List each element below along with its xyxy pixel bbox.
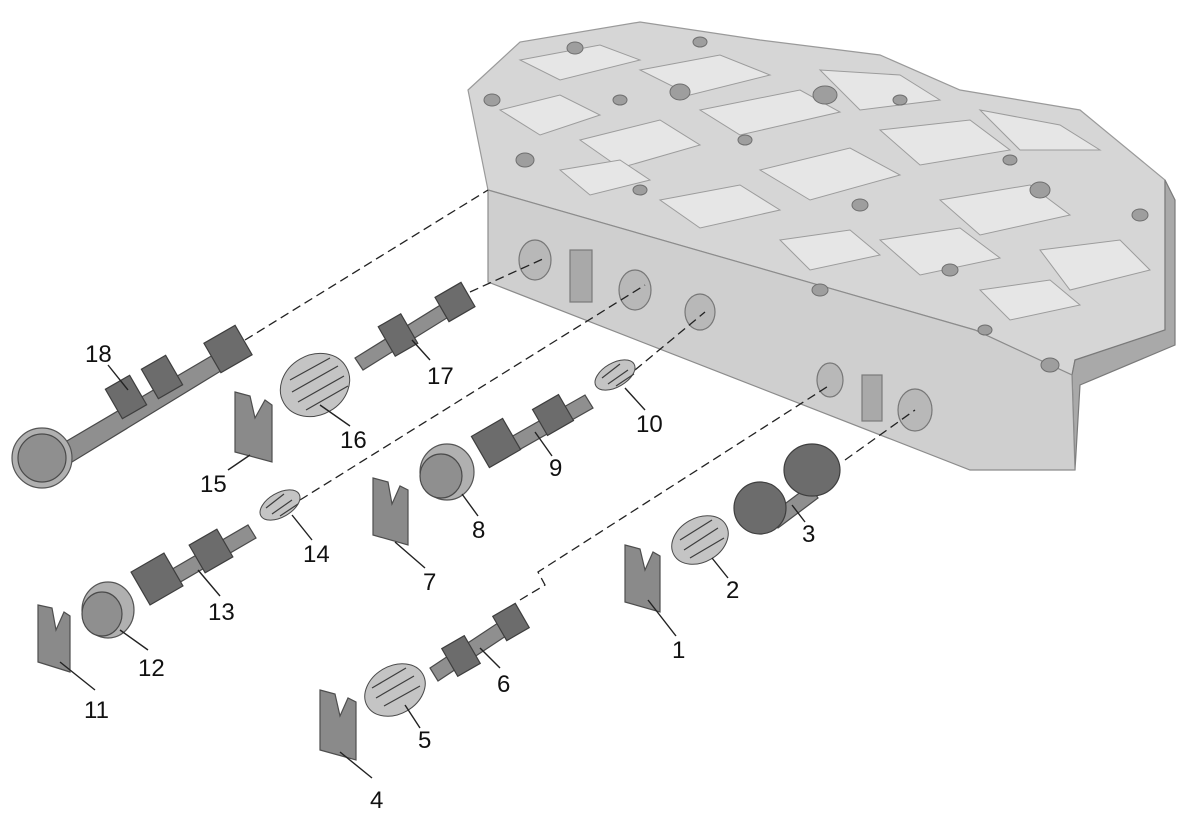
callout-16: 16: [340, 427, 367, 454]
centerline-18-17: [244, 189, 489, 341]
callout-8: 8: [472, 517, 485, 544]
part-6-valve-spool: [429, 602, 531, 682]
callout-10: 10: [636, 411, 663, 438]
valve-body-bolt-holes: [483, 36, 1149, 373]
centerline-3-bore: [844, 409, 916, 461]
callout-6: 6: [497, 671, 510, 698]
callout-4: 4: [370, 787, 383, 814]
part-7-retainer-clip: [372, 477, 409, 546]
callout-7: 7: [423, 569, 436, 596]
valve-body-slot: [569, 249, 593, 303]
callout-18: 18: [85, 341, 112, 368]
callout-13: 13: [208, 599, 235, 626]
part-2-spring: [671, 515, 729, 565]
part-11-retainer-clip: [37, 604, 71, 673]
centerline-6-bore: [519, 384, 831, 601]
part-13-valve-spool: [130, 524, 257, 606]
part-9-valve-spool: [470, 393, 594, 469]
valve-body-slot: [861, 374, 883, 422]
part-5-spring: [364, 663, 426, 717]
callout-1: 1: [672, 637, 685, 664]
assembly-lines: [244, 189, 916, 601]
callout-12: 12: [138, 655, 165, 682]
part-8-plug: [419, 443, 475, 501]
part-16-spring: [279, 352, 351, 418]
callout-17: 17: [427, 363, 454, 390]
part-3-valve-spool: [733, 443, 841, 535]
part-18-valve-spool: [11, 324, 253, 489]
callout-14: 14: [303, 541, 330, 568]
part-12-plug: [81, 581, 135, 639]
callout-5: 5: [418, 727, 431, 754]
part-4-retainer-clip: [319, 689, 357, 761]
callout-2: 2: [726, 577, 739, 604]
valve-body: [467, 21, 1176, 471]
part-17-valve-spool: [354, 281, 476, 371]
centerline-10-bore: [634, 311, 706, 371]
leader-lines: [59, 339, 806, 779]
valve-body-channels: [498, 44, 1151, 321]
part-1-retainer-clip: [624, 544, 661, 613]
centerline-14-bore: [299, 284, 646, 501]
callout-15: 15: [200, 471, 227, 498]
part-14-spring: [259, 489, 301, 521]
callout-9: 9: [549, 455, 562, 482]
part-15-retainer-clip: [234, 391, 273, 463]
part-10-spring: [594, 359, 636, 391]
callout-3: 3: [802, 521, 815, 548]
callout-11: 11: [84, 697, 109, 724]
callout-labels: 1 2 3 4 5 6 7 8 9 10 11 12 13 14 15 16 1…: [84, 341, 815, 814]
